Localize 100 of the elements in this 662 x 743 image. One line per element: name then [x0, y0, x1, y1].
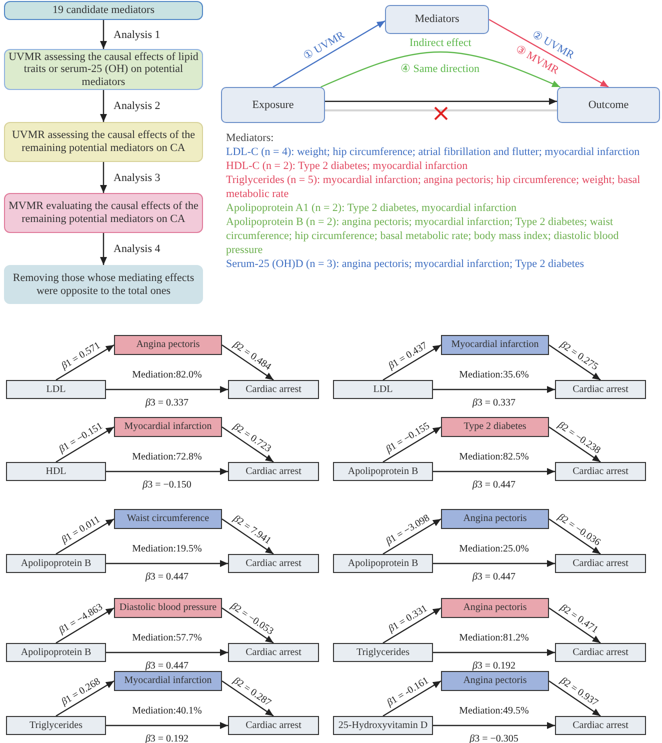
variable-box [228, 462, 319, 481]
arrow [548, 518, 601, 554]
arrow [433, 560, 555, 567]
box-label: Apolipoprotein B [20, 646, 92, 658]
arrow [433, 649, 555, 656]
edge-label: β2 = 0.723 [231, 421, 274, 455]
arrow [56, 607, 114, 644]
arrow [382, 607, 442, 644]
arrow [106, 560, 228, 567]
mediation-label: Mediation:49.5% [459, 705, 529, 716]
mediation-label: Mediation:40.1% [132, 705, 202, 716]
mediator-list-line: Triglycerides (n = 5): myocardial infarction; angina pectoris; hip circumference; weight; basal metabolic rate [226, 173, 642, 201]
mediation-label: Mediation:25.0% [459, 543, 529, 554]
box-label: Myocardial infarction [124, 675, 212, 687]
arrow [100, 233, 107, 265]
edge-label: β1 = −0.155 [384, 420, 432, 455]
box-label: Exposure [252, 98, 294, 112]
edge-label: Indirect effect [410, 36, 472, 50]
mediator-box [114, 509, 222, 529]
mediator-box [441, 335, 549, 355]
box-label: Angina pectoris [463, 675, 527, 687]
arrow [548, 426, 601, 462]
arrow [272, 20, 386, 88]
mediator-list-line: Apolipoprotein A1 (n = 2): Type 2 diabetes, myocardial infarction [226, 201, 518, 215]
process-box [4, 122, 203, 162]
arrow [382, 426, 442, 463]
arrow [106, 722, 228, 729]
variable-box [333, 554, 433, 573]
list-heading: Mediators: [226, 131, 275, 145]
edge-label: Analysis 2 [114, 100, 160, 112]
edge-label: β3 = 0.447 [472, 571, 516, 582]
box-label: Cardiac arrest [572, 646, 628, 658]
arrow [320, 51, 560, 88]
variable-box [333, 643, 433, 662]
edge-label: Analysis 4 [114, 242, 160, 256]
variable-box [555, 716, 646, 735]
mediation-label: Mediation:19.5% [132, 543, 202, 554]
connector-line [325, 109, 557, 112]
mediator-list-line: Apolipoprotein B (n = 2): angina pectoris; myocardial infarction; Type 2 diabetes; waist circumference; hip circumference; basal metabolic rate; body mass index; diastolic blood pressure [226, 215, 620, 257]
arrow [548, 608, 601, 644]
arrow [100, 162, 107, 193]
mediation-label: Mediation:72.8% [132, 451, 202, 462]
arrow [488, 18, 609, 88]
edge-label: β1 = −0.151 [57, 420, 105, 455]
box-label: 25-Hydroxyvitamin D [338, 720, 428, 732]
arrow [100, 20, 107, 49]
arrow [222, 426, 274, 462]
mediator-list-line: HDL-C (n = 2): Type 2 diabetes; myocardial infarction [226, 159, 469, 173]
box-label: Apolipoprotein B [348, 466, 418, 478]
variable-box [555, 380, 646, 399]
box-label: Apolipoprotein B [348, 558, 418, 570]
mediator-box [114, 417, 222, 437]
box-label: Angina pectoris [463, 513, 527, 525]
box-label: Myocardial infarction [451, 339, 539, 351]
box-label: Cardiac arrest [246, 720, 302, 732]
variable-box [555, 554, 646, 573]
box-label: UVMR assessing the causal effects of the remaining potential mediators on CA [10, 129, 196, 155]
box-label: Cardiac arrest [572, 558, 628, 570]
mediator-box [114, 598, 222, 618]
mediation-label: Mediation:82.0% [132, 369, 202, 380]
arrow [433, 468, 555, 475]
mediation-label: Mediation:57.7% [132, 632, 202, 643]
box-label: Myocardial infarction [124, 421, 212, 433]
box-label: Angina pectoris [463, 602, 527, 614]
arrow [433, 386, 555, 393]
box-label: HDL [46, 466, 66, 478]
edge-label: β2 = 0.471 [558, 602, 600, 636]
variable-box [333, 380, 433, 399]
edge-label: β3 = 0.337 [472, 397, 516, 408]
arrow [382, 344, 442, 381]
arrow [433, 722, 555, 729]
box-label: Triglycerides [30, 720, 82, 732]
arrow [222, 680, 274, 716]
arrow [222, 518, 274, 554]
edge-label: β1 = −3.098 [384, 512, 432, 547]
arrow [106, 386, 228, 393]
arrow [56, 518, 114, 555]
edge-label: β1 = 0.571 [60, 340, 102, 372]
edge-label: β1 = -0.161 [385, 674, 431, 708]
variable-box [555, 462, 646, 481]
edge-label: β1 = 0.011 [60, 514, 102, 546]
variable-box [228, 643, 319, 662]
box-label: Cardiac arrest [572, 466, 628, 478]
variable-box [333, 716, 433, 735]
variable-box [6, 716, 106, 735]
box-label: Waist circumference [126, 513, 210, 525]
variable-box [221, 87, 325, 123]
edge-label: Analysis 3 [114, 171, 160, 184]
edge-label: β2 = 0.484 [231, 339, 274, 373]
process-box [4, 1, 203, 20]
box-label: Mediators [414, 13, 460, 26]
box-label: UVMR assessing the causal effects of lipid traits or serum-25 (OH) on potential mediators [8, 50, 199, 88]
arrow [56, 344, 114, 381]
mediator-box [441, 509, 549, 529]
mediator-box [441, 598, 549, 618]
variable-box [557, 87, 660, 123]
edge-label: β1 = −4.863 [57, 601, 105, 636]
box-label: Cardiac arrest [246, 646, 302, 658]
arrow [222, 344, 274, 380]
box-label: LDL [46, 384, 66, 396]
